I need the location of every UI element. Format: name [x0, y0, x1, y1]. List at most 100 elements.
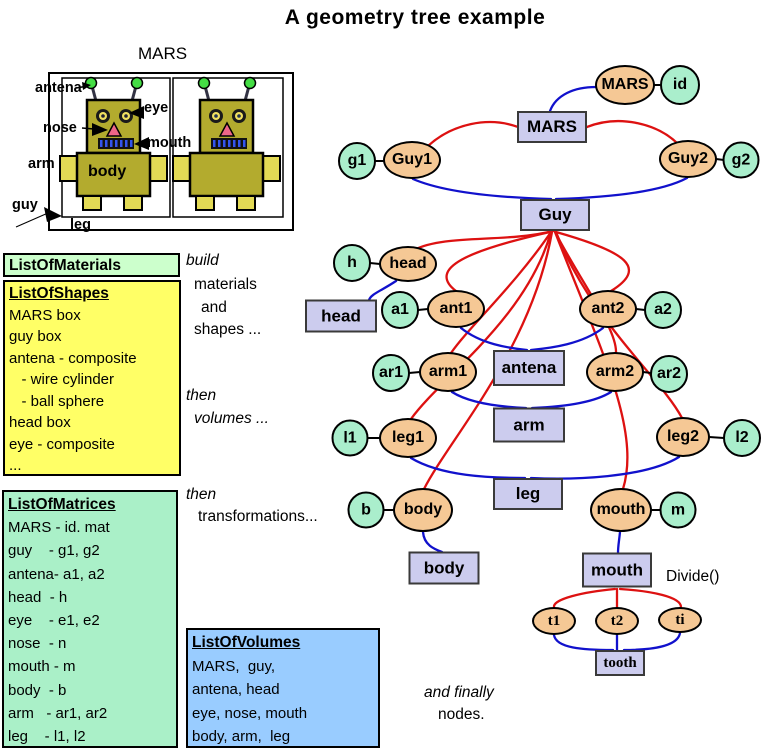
tree-node-guy-box: Guy	[520, 199, 590, 231]
edge-guy1-guybox	[411, 177, 553, 201]
antenna-ball	[243, 76, 257, 90]
tree-node-m: m	[659, 491, 697, 529]
edge-guy-ant2	[554, 230, 631, 293]
list-of-materials-box: ListOfMaterials	[3, 253, 180, 277]
tree-node-guy1: Guy1	[383, 141, 441, 179]
list-line: guy - g1, g2	[8, 542, 100, 560]
list-line: head box	[9, 414, 71, 431]
edge-headellipse-headbox	[367, 279, 398, 302]
robot-leg	[82, 195, 102, 211]
robot-label-arm: arm	[28, 156, 55, 172]
tree-node-body-box: body	[408, 551, 480, 585]
tree-node-mouth-ellipse: mouth	[590, 488, 652, 532]
antenna-ball	[197, 76, 211, 90]
annotation-volumes: volumes ...	[194, 410, 269, 427]
list-line: mouth - m	[8, 658, 76, 676]
page-title: A geometry tree example	[284, 6, 546, 29]
list-line: eye - e1, e2	[8, 612, 100, 630]
tree-node-mars-box: MARS	[517, 111, 587, 143]
tree-node-guy2: Guy2	[659, 140, 717, 178]
edge-ant2-antenabox	[529, 326, 605, 352]
robot-nose	[218, 121, 236, 137]
tree-node-arm2: arm2	[586, 352, 644, 392]
tree-node-arm-box: arm	[493, 407, 565, 443]
robot-arm	[262, 155, 281, 182]
tree-node-ant1: ant1	[427, 290, 485, 328]
list-line: ...	[9, 457, 22, 474]
tree-node-head-box: head	[305, 299, 377, 333]
eye-arrow	[129, 106, 144, 119]
robot-leg	[123, 195, 143, 211]
edge-arm1-armbox	[450, 390, 528, 410]
list-line: arm - ar1, ar2	[8, 704, 108, 722]
edge-marsbox-guy1	[426, 120, 520, 148]
annotation-transformations: transformations...	[198, 508, 318, 525]
tree-node-antena-box: antena	[493, 350, 565, 386]
link-ar1-arm1	[408, 371, 421, 374]
list-line: MARS, guy,	[192, 657, 276, 675]
tree-node-mouth-box: mouth	[582, 552, 652, 588]
list-line: body - b	[8, 681, 67, 699]
edge-ant1-antenabox	[459, 326, 529, 352]
robot-leg	[195, 195, 215, 211]
robot-arm	[149, 155, 168, 182]
guy2-frame	[172, 77, 284, 218]
edge-guy-head	[412, 229, 555, 252]
guy-arrow	[44, 207, 62, 222]
edge-mouthbox-t1	[552, 587, 617, 609]
robot-label-antena: antena	[35, 80, 82, 96]
tree-node-ar2: ar2	[650, 355, 688, 393]
annotation-then-2: then	[186, 486, 217, 503]
tree-node-t2: t2	[595, 607, 639, 635]
robot-label-eye: eye	[144, 100, 169, 116]
list-line: eye, nose, mouth	[192, 704, 308, 722]
edge-ti-toothbox	[622, 631, 682, 652]
robot-leg	[236, 195, 256, 211]
guy1-frame	[61, 77, 171, 218]
list-line: - ball sphere	[9, 392, 105, 410]
robot-2	[172, 76, 281, 211]
edge-guy-body	[422, 230, 554, 491]
list-of-volumes-title: ListOfVolumes	[192, 634, 301, 651]
tree-node-tooth-box: tooth	[595, 650, 645, 676]
antenna-ball	[130, 76, 144, 90]
edge-leg2-legbox	[529, 455, 681, 480]
annotation-nodes: nodes.	[438, 706, 485, 723]
edge-t1-toothbox	[552, 633, 615, 652]
label-arrows	[15, 82, 149, 228]
list-of-materials-title: ListOfMaterials	[9, 257, 121, 274]
tree-node-leg1: leg1	[379, 418, 437, 458]
edge-guy-arm1	[449, 230, 553, 355]
edge-guy-ant1	[445, 230, 552, 293]
link-ant2-a2	[635, 308, 646, 311]
link-leg2-l2	[708, 436, 725, 439]
tree-node-t1: t1	[532, 607, 576, 635]
list-line: MARS - id. mat	[8, 519, 110, 537]
mouth-arrow	[134, 137, 149, 150]
nose-arrow	[92, 123, 108, 136]
robot-nose	[105, 121, 123, 137]
tree-node-ti: ti	[658, 607, 702, 633]
annotation-shapes: shapes ...	[194, 321, 262, 338]
robot-arm	[59, 155, 78, 182]
edge-marsbox-guy2	[585, 120, 680, 146]
link-arm2-ar2	[642, 371, 652, 374]
mars-figure-caption: MARS	[138, 44, 188, 63]
robot-label-guy: guy	[12, 197, 38, 213]
robot-label-body: body	[88, 163, 127, 180]
tree-node-body-ellipse: body	[393, 488, 453, 532]
robot-body	[188, 151, 265, 198]
edge-marsbox-marsellipse	[548, 85, 598, 113]
tree-node-g1: g1	[338, 142, 376, 180]
list-line: guy box	[9, 328, 62, 345]
robot-label-leg: leg	[70, 217, 91, 233]
robot-body	[75, 151, 152, 198]
tree-node-b: b	[347, 491, 385, 529]
annotation-build: build	[186, 252, 219, 269]
tree-node-g2: g2	[722, 141, 760, 179]
edge-mouthellipse-mouthbox	[616, 530, 622, 555]
